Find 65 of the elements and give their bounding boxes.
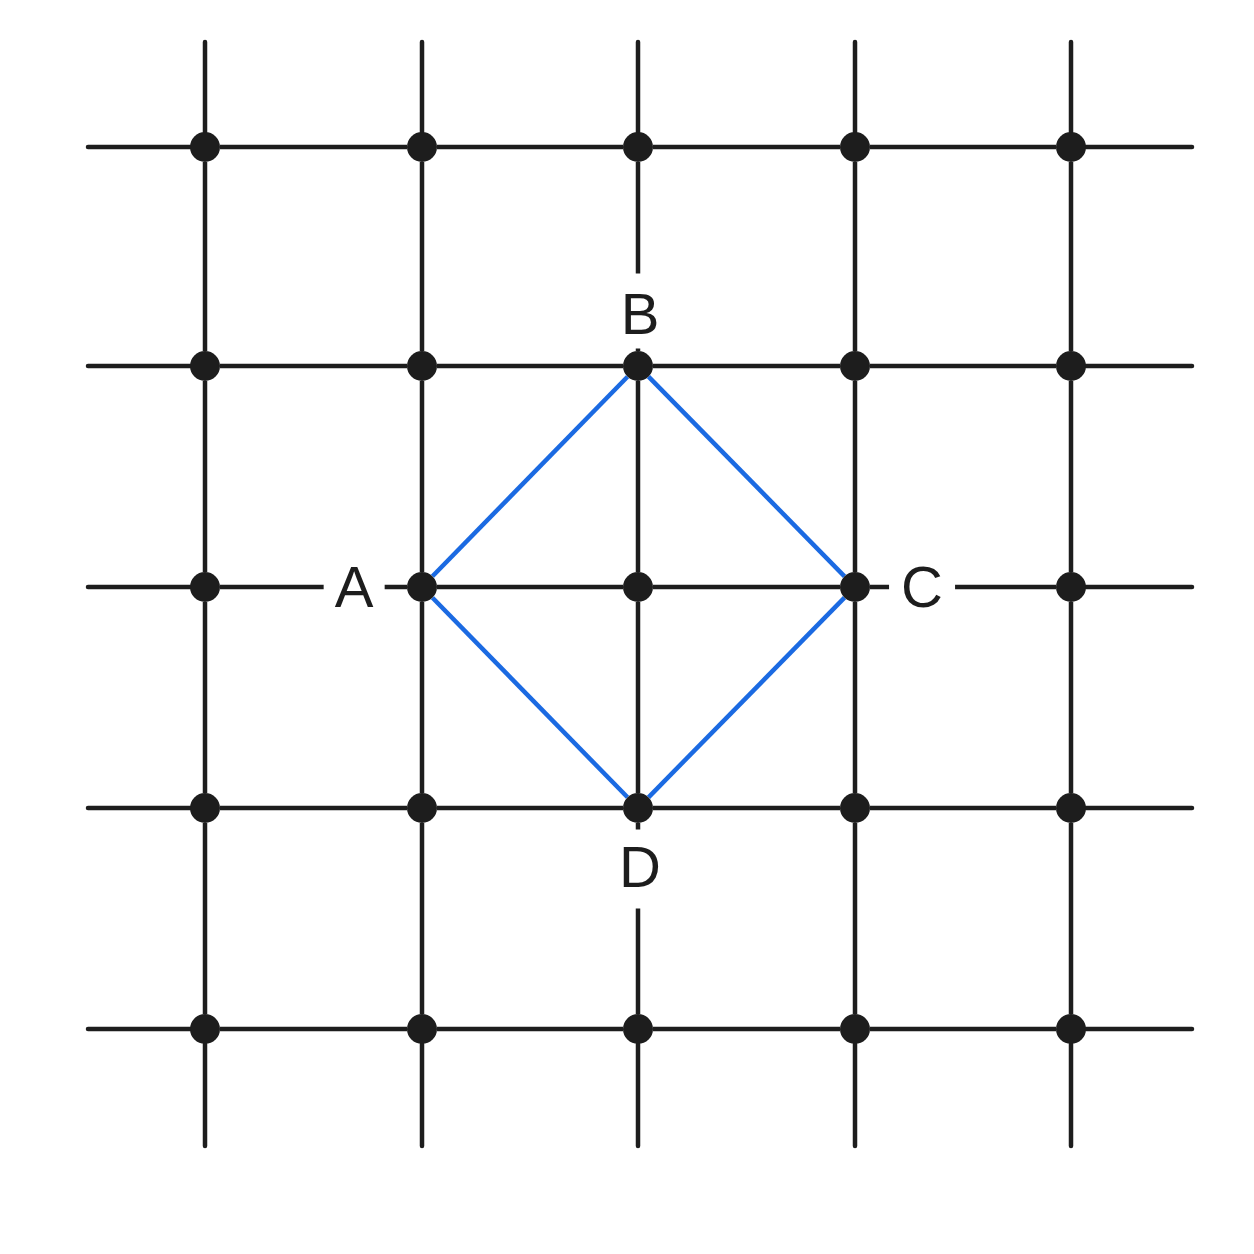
grid-line [870, 363, 1056, 369]
lattice-point [840, 793, 870, 823]
grid-line [202, 823, 208, 1014]
grid-line [437, 1026, 623, 1032]
lattice-point [190, 132, 220, 162]
grid-line [852, 823, 858, 1014]
lattice-point [407, 132, 437, 162]
lattice-point [407, 793, 437, 823]
grid-line [419, 602, 425, 793]
lattice-point [840, 351, 870, 381]
grid-line [653, 363, 840, 369]
square-side-line [430, 596, 630, 799]
grid-line [1068, 162, 1074, 351]
lattice-point [1056, 793, 1086, 823]
lattice-point [190, 1014, 220, 1044]
lattice-point [1056, 132, 1086, 162]
grid-line [1068, 602, 1074, 793]
grid-line [653, 584, 840, 590]
grid-line [437, 805, 623, 811]
grid-line [852, 602, 858, 793]
grid-line [437, 584, 623, 590]
grid-line [437, 144, 623, 150]
grid-line [635, 602, 641, 793]
lattice-point [190, 351, 220, 381]
lattice-point [407, 1014, 437, 1044]
grid-line [1068, 381, 1074, 572]
lattice-point [1056, 572, 1086, 602]
lattice-point [190, 572, 220, 602]
grid-line [653, 805, 840, 811]
grid-line [419, 381, 425, 572]
grid-line [220, 805, 407, 811]
grid-line [202, 602, 208, 793]
grid-line [202, 381, 208, 572]
grid-line [1068, 823, 1074, 1014]
grid-line [220, 363, 407, 369]
grid-line [870, 144, 1056, 150]
lattice-point [623, 132, 653, 162]
grid-line [653, 1026, 840, 1032]
square-side-line [430, 375, 630, 578]
lattice-point [840, 572, 870, 602]
lattice-point [840, 132, 870, 162]
grid-line [653, 144, 840, 150]
lattice-point [623, 351, 653, 381]
lattice-point [840, 1014, 870, 1044]
grid-line [852, 162, 858, 351]
grid-line [220, 1026, 407, 1032]
grid-line [437, 363, 623, 369]
lattice-point [1056, 1014, 1086, 1044]
grid-line [419, 823, 425, 1014]
lattice-point [1056, 351, 1086, 381]
grid-line [419, 162, 425, 351]
grid-line [870, 805, 1056, 811]
grid-line [220, 144, 407, 150]
grid-line [635, 381, 641, 572]
lattice-point [623, 793, 653, 823]
grid-line [202, 162, 208, 351]
square-side-line [646, 375, 847, 578]
grid-line [870, 1026, 1056, 1032]
lattice-point [623, 572, 653, 602]
square-side-line [646, 596, 847, 799]
grid-line [852, 381, 858, 572]
lattice-point [407, 572, 437, 602]
lattice-point [407, 351, 437, 381]
lattice-point [190, 793, 220, 823]
lattice-point [623, 1014, 653, 1044]
